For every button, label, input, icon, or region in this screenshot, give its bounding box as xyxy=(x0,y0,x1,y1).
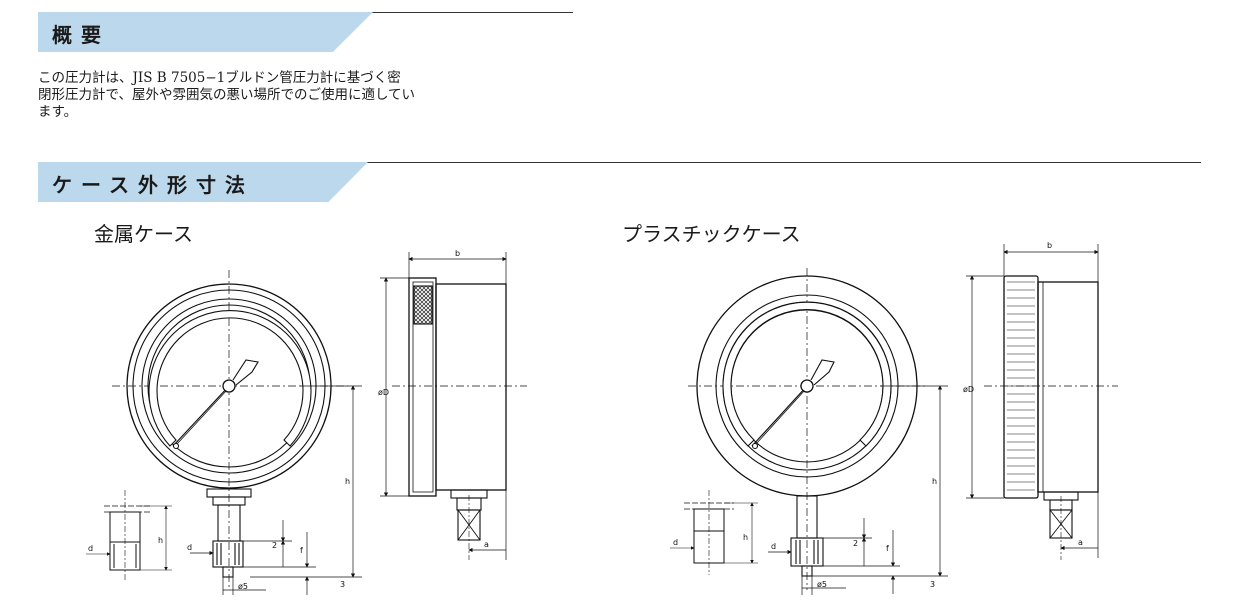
metal-connector-labels: h d xyxy=(88,536,163,553)
dim-label: d xyxy=(771,542,776,551)
dim-label: 3 xyxy=(340,580,345,589)
plastic-side-dim-labels: b øD a xyxy=(963,241,1083,547)
overview-line: この圧力計は、JIS B 7505−1ブルドン管圧力計に基づく密 xyxy=(38,70,401,86)
dim-label: b xyxy=(455,249,460,258)
heading-band xyxy=(38,162,368,202)
dim-label: øD xyxy=(963,385,974,394)
dim-label: a xyxy=(1078,538,1083,547)
overview-line: ます。 xyxy=(38,104,78,120)
metal-side-view xyxy=(392,277,527,560)
case-dimensions-heading: ケース外形寸法 xyxy=(38,162,1201,202)
plastic-connector-detail xyxy=(670,490,758,575)
dim-label: d xyxy=(187,543,192,552)
metal-front-dim-labels: h 2 f 3 d ø5 xyxy=(187,477,350,591)
dim-label: d xyxy=(88,544,93,553)
dim-label: f xyxy=(886,544,889,553)
dim-label: 2 xyxy=(853,539,858,548)
dim-label: øD xyxy=(378,388,389,397)
case-dimensions-title: ケース外形寸法 xyxy=(52,173,254,197)
metal-connector-detail xyxy=(86,490,172,580)
plastic-front-dims xyxy=(768,385,948,595)
dim-label: h xyxy=(743,533,748,542)
plastic-side-view xyxy=(984,275,1118,560)
metal-side-dims xyxy=(380,252,507,560)
dim-label: ø5 xyxy=(817,580,827,589)
metal-front-dims xyxy=(190,385,362,595)
metal-front-view xyxy=(112,270,348,590)
dim-label: f xyxy=(300,546,303,555)
dim-label: 2 xyxy=(272,541,277,550)
dim-label: d xyxy=(673,538,678,547)
dim-label: a xyxy=(484,540,489,549)
dim-label: ø5 xyxy=(238,582,248,591)
dim-label: b xyxy=(1047,241,1052,250)
dim-label: h xyxy=(932,477,937,486)
dim-label: h xyxy=(158,536,163,545)
overview-title: 概要 xyxy=(52,23,110,47)
plastic-case-label: プラスチックケース xyxy=(622,222,801,246)
metal-case-label: 金属ケース xyxy=(94,222,193,246)
heading-band xyxy=(38,12,373,52)
plastic-side-dims xyxy=(966,244,1099,558)
dim-label: 3 xyxy=(930,580,935,589)
dim-label: h xyxy=(345,477,350,486)
metal-side-dim-labels: b øD a xyxy=(378,249,489,549)
plastic-front-view xyxy=(688,268,928,590)
plastic-connector-labels: h d xyxy=(673,533,748,547)
heading-rule xyxy=(38,162,1201,163)
overview-line: 閉形圧力計で、屋外や雰囲気の悪い場所でのご使用に適してい xyxy=(38,87,416,103)
overview-heading: 概要 xyxy=(38,12,573,52)
overview-text: この圧力計は、JIS B 7505−1ブルドン管圧力計に基づく密 閉形圧力計で、… xyxy=(38,70,578,121)
plastic-front-dim-labels: h 2 f 3 d ø5 xyxy=(771,477,937,589)
